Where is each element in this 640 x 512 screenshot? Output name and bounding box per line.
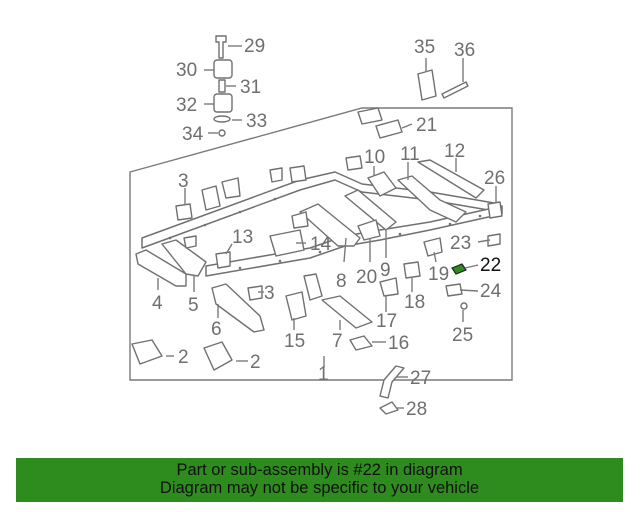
banner-line-part-number: Part or sub-assembly is #22 in diagram	[176, 461, 463, 479]
bracket-14	[269, 229, 305, 257]
callout-3-lower: 3	[264, 283, 275, 304]
callout-14: 14	[310, 234, 332, 255]
body-mount-21	[375, 119, 403, 139]
reinforcement-26	[487, 201, 503, 219]
bracket-15	[285, 291, 307, 321]
callout-20: 20	[356, 267, 377, 288]
callout-31: 31	[240, 77, 261, 98]
crossmember-11	[397, 175, 467, 223]
callout-9: 9	[380, 260, 391, 281]
bracket-2-right	[203, 341, 233, 371]
bracket-18	[403, 261, 421, 279]
pipe-27	[379, 365, 405, 399]
callout-11: 11	[400, 144, 420, 165]
bracket-17	[379, 277, 399, 297]
callout-7: 7	[332, 331, 343, 352]
crossmember-8	[299, 203, 361, 247]
callout-8: 8	[336, 271, 347, 292]
bracket-19	[423, 237, 443, 257]
callout-4: 4	[152, 293, 163, 314]
callout-2-left: 2	[178, 347, 189, 368]
callout-33: 33	[246, 111, 267, 132]
info-banner: Part or sub-assembly is #22 in diagram D…	[16, 458, 623, 502]
bracket-23	[487, 233, 501, 247]
callout-36: 36	[454, 40, 475, 61]
bolt-29	[215, 35, 227, 59]
bolt-36	[441, 81, 469, 99]
bracket-35	[417, 69, 437, 101]
bracket-near-3	[201, 185, 221, 211]
grommet-28	[379, 401, 399, 415]
callout-10: 10	[364, 147, 385, 168]
crossmember-12	[417, 159, 485, 199]
bracket-2-left	[131, 339, 163, 365]
bracket-6	[211, 283, 265, 333]
bracket-small-left	[183, 235, 197, 249]
callout-22: 22	[480, 255, 501, 276]
callout-27: 27	[410, 368, 431, 389]
rail-holes	[168, 197, 482, 270]
cushion-32	[213, 93, 233, 113]
mount-20	[357, 219, 381, 241]
bracket-near-15	[303, 273, 323, 301]
body-mount-upper	[357, 107, 383, 125]
callout-24: 24	[480, 281, 502, 302]
callout-35: 35	[414, 37, 435, 58]
front-bracket-5	[161, 239, 207, 277]
callout-13: 13	[232, 227, 253, 248]
cushion-30	[213, 59, 233, 79]
callout-1: 1	[318, 364, 329, 385]
callout-23: 23	[450, 233, 471, 254]
callout-17: 17	[376, 311, 397, 332]
callout-25: 25	[452, 325, 473, 346]
bracket-top-1	[221, 177, 241, 199]
leader-lines	[157, 45, 497, 409]
callout-6: 6	[211, 319, 222, 340]
callout-19: 19	[428, 264, 449, 285]
bracket-24	[445, 283, 463, 297]
bracket-7	[321, 295, 373, 329]
callout-15: 15	[284, 331, 305, 352]
callout-21: 21	[416, 115, 437, 136]
callout-34: 34	[182, 124, 204, 145]
frame-assembly-outline	[129, 107, 513, 381]
highlighted-part-22	[451, 263, 467, 275]
bracket-16	[349, 335, 373, 351]
callout-12: 12	[444, 141, 465, 162]
bracket-3-lower	[247, 285, 263, 301]
bracket-center	[291, 211, 309, 229]
bracket-top-3	[289, 165, 307, 183]
callout-29: 29	[244, 36, 265, 57]
callout-3-upper: 3	[178, 171, 189, 192]
rivet-25	[460, 302, 468, 310]
callout-30: 30	[176, 60, 197, 81]
bracket-3-upper	[175, 203, 193, 221]
callout-5: 5	[188, 295, 199, 316]
bracket-13	[215, 251, 231, 269]
banner-line-disclaimer: Diagram may not be specific to your vehi…	[159, 479, 480, 497]
nut-34	[218, 129, 226, 137]
callout-16: 16	[388, 333, 409, 354]
callout-32: 32	[176, 95, 197, 116]
bracket-top-2	[269, 167, 283, 183]
washer-33	[213, 115, 231, 123]
callout-26: 26	[484, 168, 505, 189]
callout-2-right: 2	[250, 352, 261, 373]
callout-18: 18	[404, 292, 425, 313]
callout-labels: 29 30 31 32 33 34 35 36 21 3 10 11 12 26…	[152, 36, 505, 420]
callout-28: 28	[406, 399, 427, 420]
bracket-top-4	[345, 155, 363, 171]
bracket-10	[367, 171, 397, 197]
front-crossmember-4	[135, 249, 187, 287]
spacer-31	[218, 79, 226, 93]
crossmember-9	[344, 189, 397, 231]
